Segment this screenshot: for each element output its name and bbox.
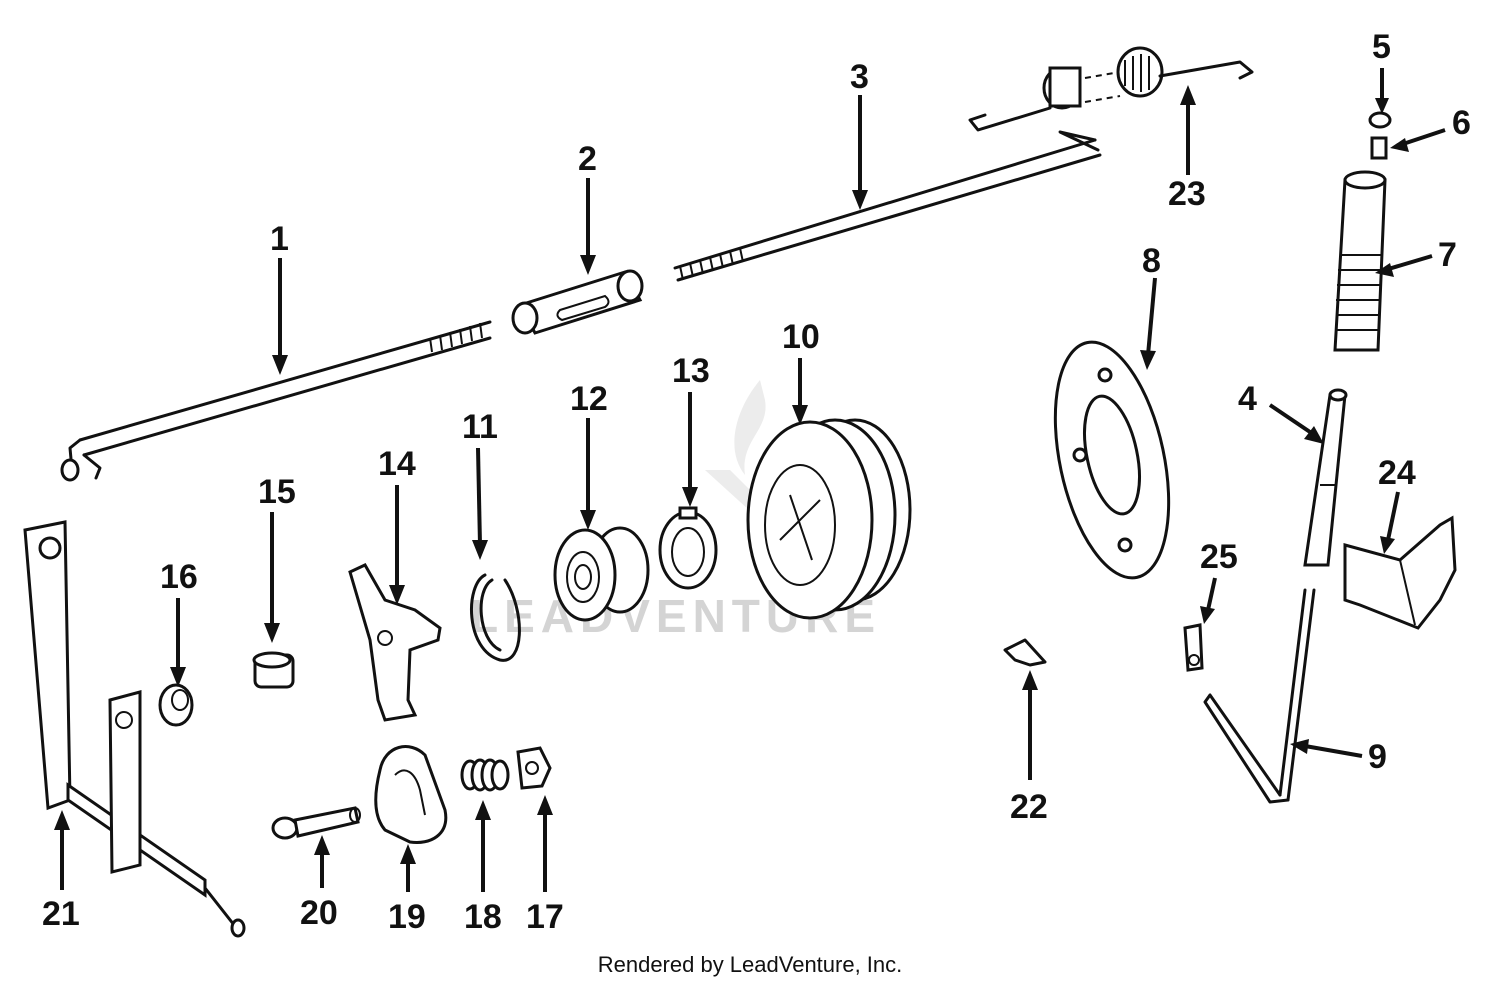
- label-13: 13: [672, 352, 710, 390]
- part-4-shaft: [1303, 388, 1348, 567]
- label-2: 2: [578, 140, 597, 178]
- label-21: 21: [42, 895, 80, 933]
- part-19-cam: [374, 745, 448, 845]
- callout-labels: 1 2 3 4 5 6 7 8 9 10 13 12 11 14 15 16 1…: [42, 28, 1471, 936]
- part-13-collar: [658, 506, 718, 590]
- part-20-screw: [271, 806, 361, 840]
- part-5-nut: [1368, 111, 1392, 129]
- part-9-rod: [1203, 588, 1316, 804]
- footer-credit: Rendered by LeadVenture, Inc.: [597, 952, 903, 977]
- part-12-bearing: [553, 526, 650, 622]
- label-15: 15: [258, 473, 296, 511]
- part-11-snap-ring: [470, 573, 521, 662]
- label-22: 22: [1010, 788, 1048, 826]
- label-8: 8: [1142, 242, 1161, 280]
- callout-arrows: [54, 68, 1446, 892]
- part-1-rod: [60, 320, 492, 482]
- label-18: 18: [464, 898, 502, 936]
- part-23-spring: [968, 46, 1254, 132]
- label-9: 9: [1368, 738, 1387, 776]
- part-7-sleeve: [1333, 170, 1387, 352]
- part-18-spring: [460, 758, 510, 792]
- part-17-nut: [516, 746, 552, 790]
- part-6-spring: [1370, 136, 1388, 160]
- label-1: 1: [270, 220, 289, 258]
- label-11: 11: [462, 408, 498, 446]
- part-2-turnbuckle: [511, 269, 644, 335]
- part-24-shield: [1343, 515, 1457, 630]
- label-19: 19: [388, 898, 426, 936]
- part-3-rod: [673, 130, 1102, 282]
- part-25-bracket: [1183, 623, 1204, 672]
- part-22-clip: [1003, 638, 1047, 667]
- part-15-plug: [252, 651, 295, 689]
- label-10: 10: [782, 318, 820, 356]
- label-14: 14: [378, 445, 416, 483]
- label-23: 23: [1168, 175, 1206, 213]
- label-12: 12: [570, 380, 608, 418]
- label-24: 24: [1378, 454, 1416, 492]
- label-5: 5: [1372, 28, 1391, 66]
- label-3: 3: [850, 58, 869, 96]
- part-21-lever: [23, 520, 246, 938]
- part-16-bushing: [158, 683, 194, 727]
- label-6: 6: [1452, 104, 1471, 142]
- label-17: 17: [526, 898, 564, 936]
- part-8-flange: [1053, 340, 1171, 580]
- label-16: 16: [160, 558, 198, 596]
- label-25: 25: [1200, 538, 1238, 576]
- label-4: 4: [1238, 380, 1257, 418]
- label-20: 20: [300, 894, 338, 932]
- part-10-pulley: [746, 418, 912, 620]
- part-14-fork: [348, 563, 442, 722]
- label-7: 7: [1438, 236, 1457, 274]
